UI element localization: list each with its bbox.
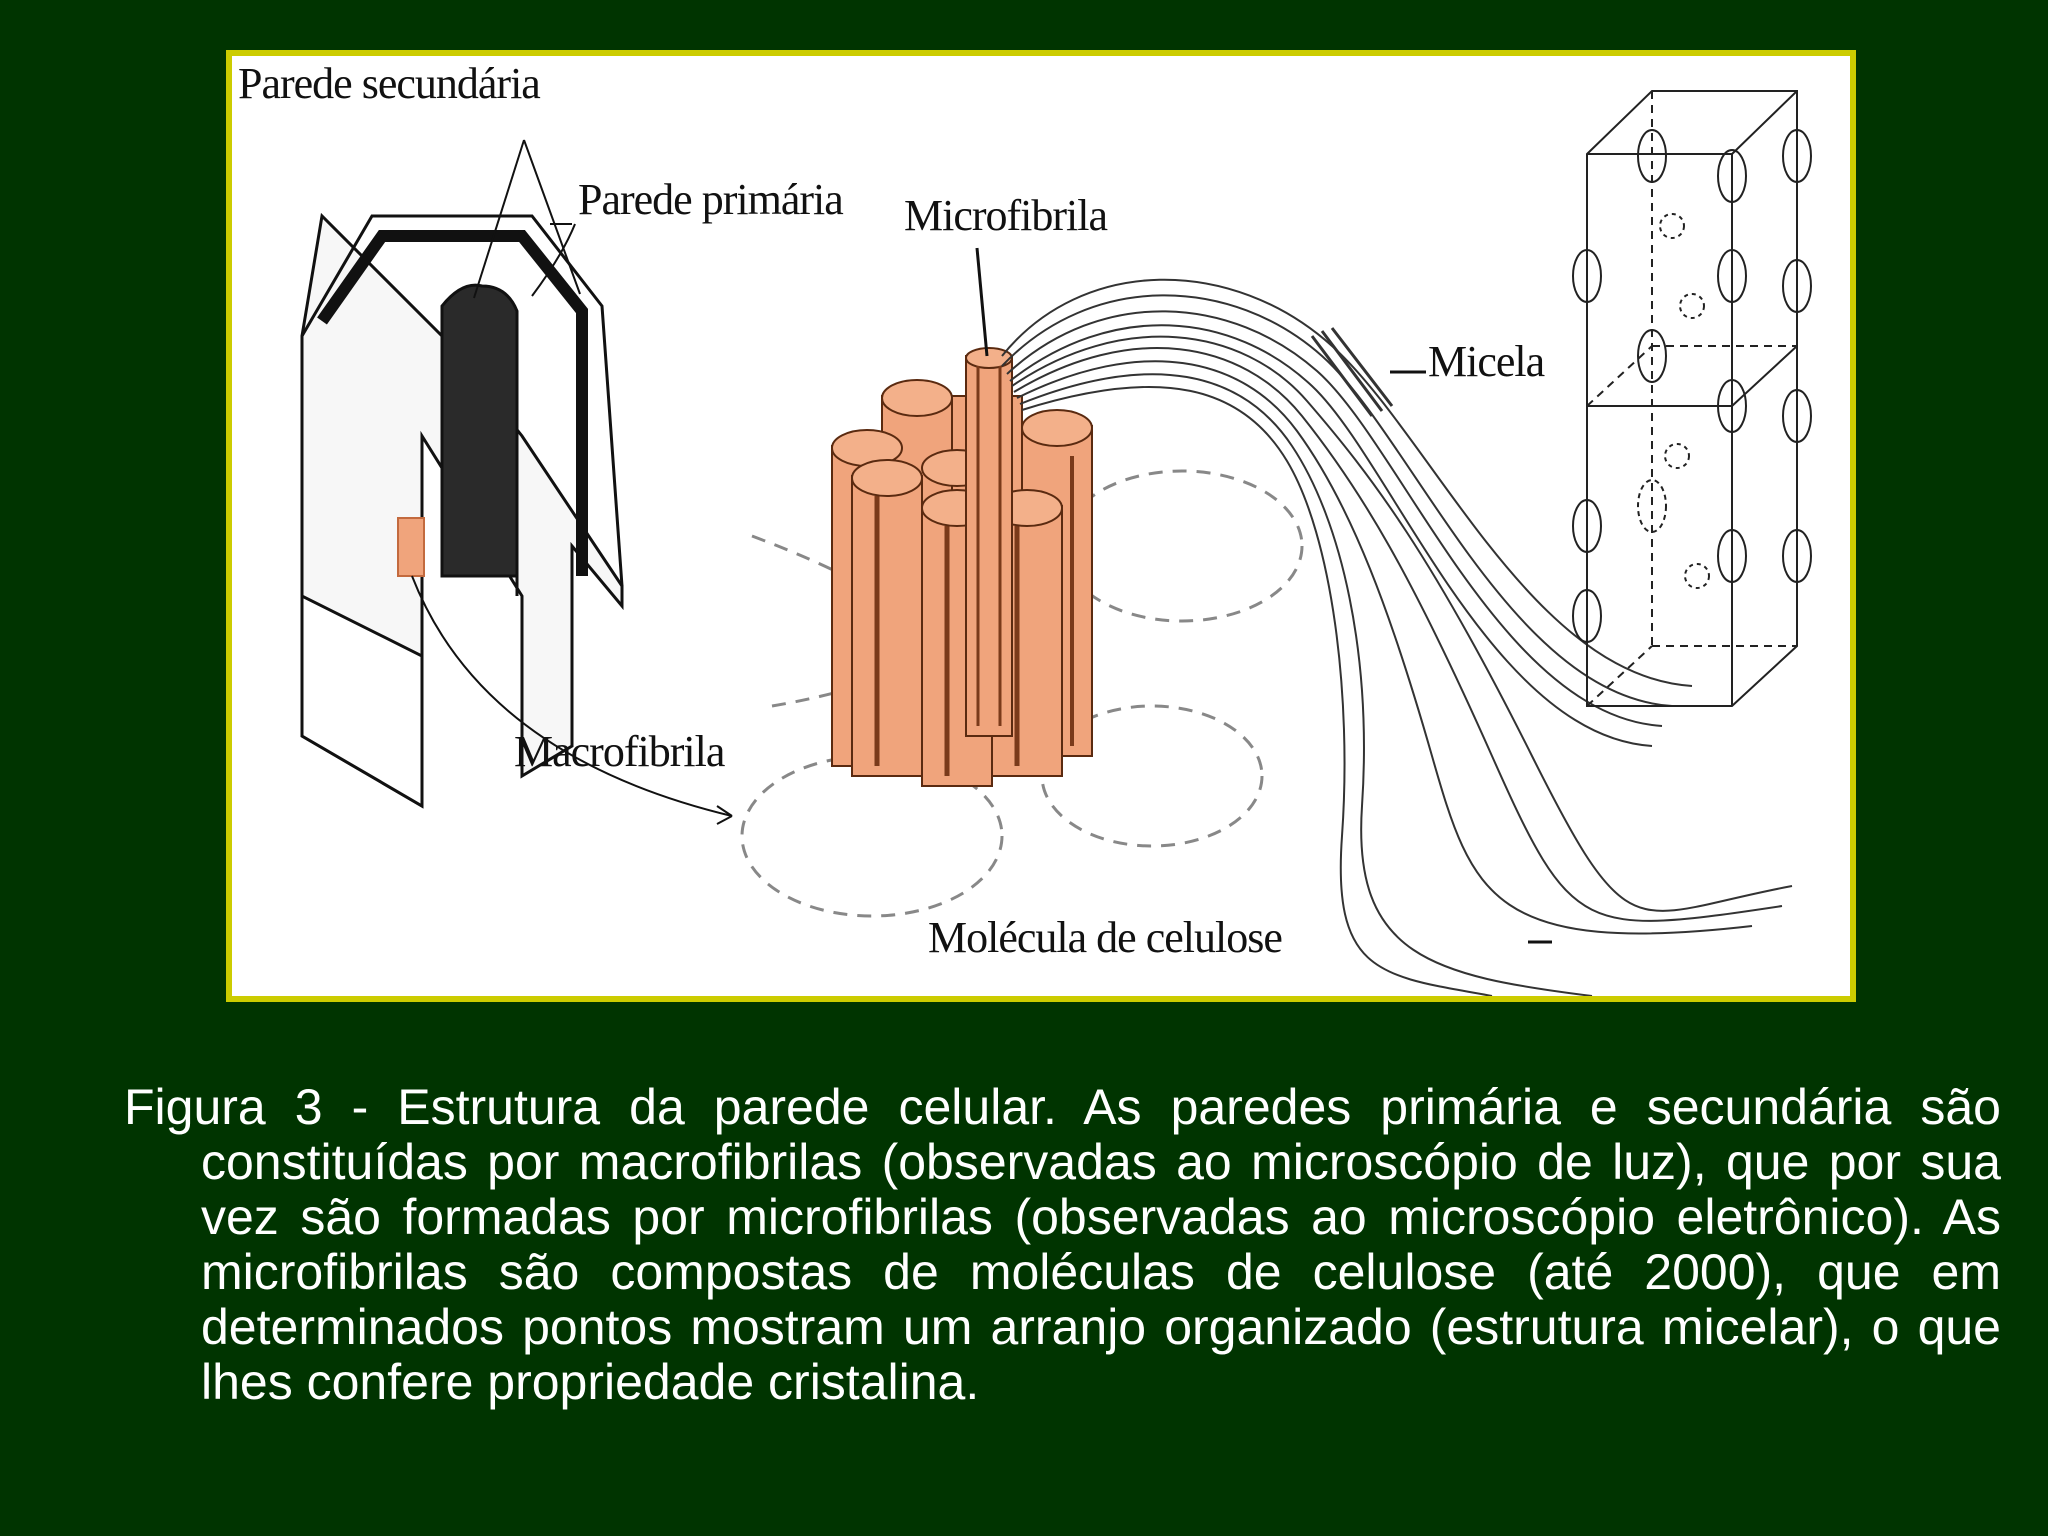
cell-wall-block <box>300 139 624 809</box>
label-micela: Micela <box>1428 337 1545 386</box>
figure-caption: Figura 3 - Estrutura da parede celular. … <box>124 1079 2001 1410</box>
cellulose-strands <box>1001 278 1793 996</box>
label-molecula-celulose: Molécula de celulose <box>928 913 1283 962</box>
label-macrofibrila: Macrofibrila <box>514 727 725 776</box>
label-microfibrila: Microfibrila <box>904 191 1108 240</box>
figure-frame: Parede secundária Parede primária Microf… <box>226 50 1856 1002</box>
fibril-bundle <box>831 347 1093 787</box>
label-parede-secundaria: Parede secundária <box>238 59 541 108</box>
cell-wall-diagram <box>300 90 1812 996</box>
micelle-lattice <box>1572 90 1812 707</box>
label-parede-primaria: Parede primária <box>578 175 844 224</box>
